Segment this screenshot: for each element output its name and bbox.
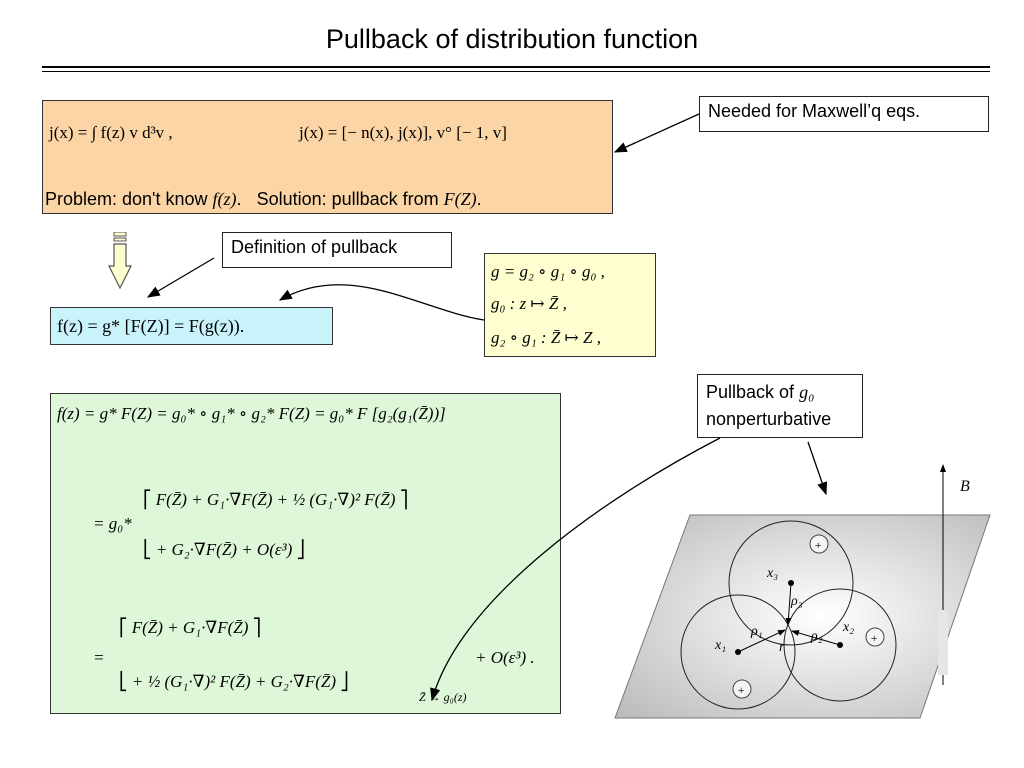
down-arrow-icon: [108, 232, 132, 290]
definition-callout: Definition of pullback: [222, 232, 452, 268]
rho1-label: ρ₁: [750, 624, 763, 639]
expansion-row-3b: ⎣ + ½ (G₁·∇)² F(Z̄) + G₂·∇F(Z̄) ⎦: [119, 672, 349, 691]
solution-variable: F(Z): [443, 189, 477, 209]
particle-1: [732, 679, 752, 699]
rho2-label: ρ₂: [810, 629, 823, 644]
expansion-substitution: Z̄ → g₀(z): [419, 690, 467, 704]
current-density-box: j(x) = ∫ f(z) v d³v , j(x) = [− n(x), j(…: [42, 100, 613, 214]
x3-label: x₃: [766, 566, 778, 581]
expansion-row-2a: ⎡ F(Z̄) + G₁·∇F(Z̄) + ½ (G₁·∇)² F(Z̄) ⎤: [143, 490, 409, 509]
g2g1-map-row: g₂ ∘ g₁ : Z̄ ↦ Z ,: [491, 328, 601, 347]
solution-label: Solution: pullback from: [256, 189, 439, 209]
pullback-definition-box: f(z) = g* [F(Z)] = F(g(z)).: [50, 307, 333, 345]
map-composition-box: g = g₂ ∘ g₁ ∘ g₀ , g₀ : z ↦ Z̄ , g₂ ∘ g₁…: [484, 253, 656, 357]
x1-label: x₁: [714, 638, 726, 653]
orbit-2: [783, 588, 897, 702]
definition-arrow: [146, 257, 215, 298]
expansion-row-3-prefix: =: [93, 648, 105, 667]
expansion-row-1: f(z) = g* F(Z) = g₀* ∘ g₁* ∘ g₂* F(Z) = …: [57, 404, 446, 423]
maxwell-callout: Needed for Maxwell’q eqs.: [699, 96, 989, 132]
expansion-box: f(z) = g* F(Z) = g₀* ∘ g₁* ∘ g₂* F(Z) = …: [50, 393, 561, 714]
particle-3: [809, 534, 829, 554]
magnetic-field-label: B: [960, 478, 970, 495]
composition-row: g = g₂ ∘ g₁ ∘ g₀ ,: [491, 262, 605, 281]
title-rule-thin: [42, 71, 990, 72]
problem-variable: f(z): [212, 189, 237, 209]
rho3-label: ρ₃: [790, 594, 803, 609]
nonperturbative-label: nonperturbative: [706, 409, 832, 429]
pullback-g0-variable: g₀: [799, 382, 815, 402]
particle-3-sign: +: [814, 538, 822, 552]
orbit-1: [680, 594, 796, 710]
field-line-occlusion: [938, 610, 948, 675]
r-label: r: [779, 640, 785, 655]
rho-2-vector: [791, 630, 841, 646]
title-rule: [42, 66, 990, 68]
particle-1-sign: +: [737, 683, 745, 697]
expansion-row-3a: ⎡ F(Z̄) + G₁·∇F(Z̄) ⎤: [119, 618, 262, 637]
problem-label: Problem: don't know: [45, 189, 208, 209]
particle-2: [865, 627, 885, 647]
rho-3-vector: [785, 582, 792, 626]
pullback-definition-equation: f(z) = g* [F(Z)] = F(g(z)).: [57, 316, 245, 336]
center-3: [788, 580, 794, 586]
g0-map-row: g₀ : z ↦ Z̄ ,: [491, 294, 567, 313]
orbit-3: [728, 520, 854, 646]
plane-shape: [614, 514, 991, 719]
rho-1-vector: [737, 629, 786, 653]
four-current-equation: j(x) = [− n(x), j(x)], v° [− 1, v]: [299, 123, 507, 142]
pullback-g0-label: Pullback of: [706, 382, 795, 402]
expansion-row-3-suffix: + O(ε³) .: [475, 648, 535, 667]
expansion-row-2b: ⎣ + G₂·∇F(Z̄) + O(ε³) ⎦: [143, 540, 306, 559]
gyro-orbit-figure: B + + + x₃ x₁ x₂ ρ₃ ρ₁ ρ₂ r: [614, 464, 991, 719]
maxwell-arrow: [613, 113, 700, 153]
slide-title: Pullback of distribution function: [325, 24, 699, 54]
current-equation: j(x) = ∫ f(z) v d³v ,: [49, 123, 173, 142]
pullback-g0-callout: Pullback of g₀ nonperturbative: [697, 374, 863, 438]
expansion-row-2-prefix: = g₀*: [93, 514, 132, 533]
problem-statement: Problem: don't know f(z). Solution: pull…: [45, 189, 482, 209]
particle-2-sign: +: [870, 631, 878, 645]
x2-label: x₂: [842, 620, 854, 635]
